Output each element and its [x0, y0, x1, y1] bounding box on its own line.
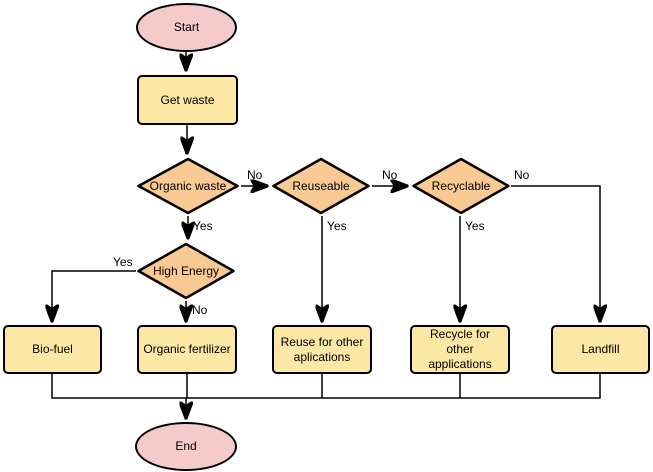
diamond-icon: [137, 157, 239, 215]
node-organic-fertilizer: Organic fertilizer: [137, 325, 237, 374]
node-end: End: [135, 422, 237, 471]
node-organic-fertilizer-label: Organic fertilizer: [143, 342, 231, 356]
node-high-energy: High Energy: [136, 242, 236, 300]
node-recycle-other-label: Recycle for other applications: [428, 327, 492, 371]
edge-label-organic-waste-no: No: [247, 168, 263, 182]
node-recyclable-label: Recyclable: [431, 178, 491, 193]
edge-label-reuseable-no: No: [382, 168, 398, 182]
diamond-icon: [272, 157, 370, 215]
node-reuse-other: Reuse for other aplications: [272, 325, 372, 374]
node-high-energy-label: High Energy: [152, 263, 220, 278]
edge-label-recyclable-no: No: [514, 168, 530, 182]
connector-high-energy-yes-to-bio-fuel: [52, 270, 136, 321]
node-get-waste-label: Get waste: [160, 92, 215, 107]
node-recycle-other: Recycle for other applications: [410, 325, 510, 374]
diamond-icon: [137, 242, 235, 300]
edge-label-reuseable-yes: Yes: [327, 219, 347, 233]
connector-recyclable-no-to-landfill: [511, 185, 600, 321]
edge-label-high-energy-no: No: [192, 303, 208, 317]
node-start: Start: [136, 3, 237, 52]
node-landfill-label: Landfill: [581, 342, 620, 356]
node-reuseable-label: Reuseable: [292, 178, 350, 193]
edge-label-recyclable-yes: Yes: [465, 219, 485, 233]
node-get-waste: Get waste: [137, 75, 238, 125]
connector-bottom-bus: [51, 374, 601, 399]
edge-label-organic-waste-yes: Yes: [193, 219, 213, 233]
node-recyclable: Recyclable: [411, 157, 511, 215]
node-organic-waste: Organic waste: [136, 157, 240, 215]
node-end-label: End: [175, 439, 197, 453]
node-landfill: Landfill: [551, 325, 650, 374]
node-bio-fuel-label: Bio-fuel: [32, 342, 73, 356]
node-organic-waste-label: Organic waste: [149, 178, 227, 193]
node-bio-fuel: Bio-fuel: [3, 325, 102, 374]
diamond-icon: [412, 157, 510, 215]
node-reuseable: Reuseable: [271, 157, 371, 215]
node-reuse-other-label: Reuse for other aplications: [280, 334, 364, 364]
node-start-label: Start: [173, 20, 200, 34]
edge-label-high-energy-yes: Yes: [113, 255, 133, 269]
